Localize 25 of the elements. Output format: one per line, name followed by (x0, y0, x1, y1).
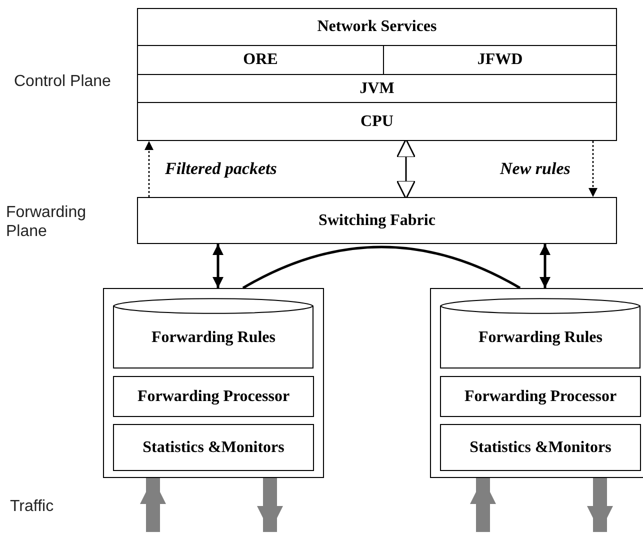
arrow (540, 244, 550, 288)
arrow (257, 478, 283, 532)
layer-box: CPU (137, 102, 617, 141)
arrow (144, 141, 154, 197)
arrow (587, 478, 613, 532)
database-cylinder: Forwarding Rules (440, 297, 641, 369)
edge-label: Filtered packets (165, 159, 277, 179)
plane-label: Control Plane (14, 72, 112, 91)
process-box: Statistics &Monitors (440, 424, 641, 471)
process-box: Statistics &Monitors (113, 424, 314, 471)
traffic-label: Traffic (10, 497, 54, 516)
card-box (430, 288, 643, 478)
arrow (470, 478, 496, 532)
database-cylinder: Forwarding Rules (113, 297, 314, 369)
card-box (103, 288, 324, 478)
arrow (140, 478, 166, 532)
layer-box: Switching Fabric (137, 197, 617, 244)
arrow (588, 141, 598, 197)
process-box: Forwarding Processor (440, 376, 641, 417)
arrow (212, 244, 224, 288)
plane-label: Forwarding Plane (6, 203, 88, 241)
process-box: Forwarding Processor (113, 376, 314, 417)
layer-box: JVM (137, 74, 617, 103)
layer-box: Network Services (137, 8, 617, 46)
connector-line (242, 246, 521, 290)
